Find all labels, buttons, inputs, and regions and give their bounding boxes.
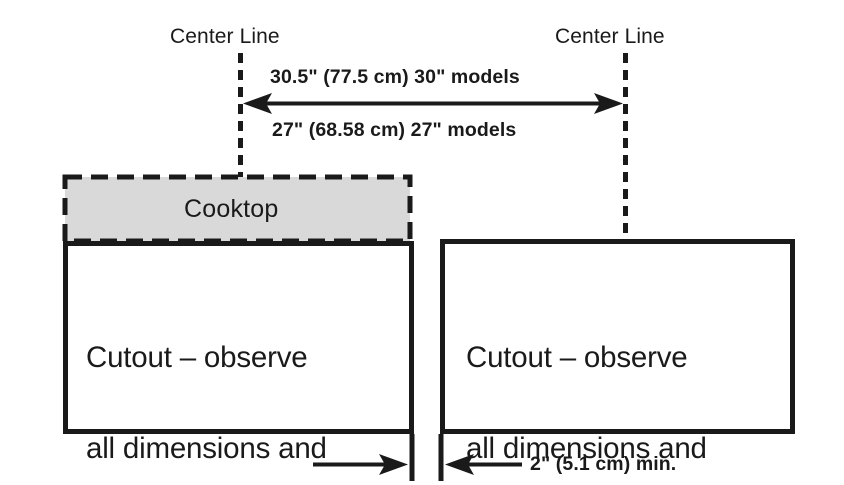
- cutout-right-line-1: Cutout – observe: [466, 340, 688, 374]
- cutout-box-right: [440, 239, 795, 434]
- arrowhead-right-icon: [594, 93, 623, 114]
- cutout-left-line-1: Cutout – observe: [86, 340, 308, 374]
- cutout-label-right: Cutout – observe all dimensions and requ…: [466, 282, 707, 485]
- dimension-label-30-models: 30.5" (77.5 cm) 30" models: [270, 66, 520, 88]
- center-line-label-right: Center Line: [555, 25, 665, 48]
- arrowhead-left-bottom-icon: [445, 454, 474, 475]
- cutout-right-line-2: all dimensions and: [466, 431, 707, 465]
- arrowhead-left-icon: [243, 93, 272, 114]
- cutout-box-left: [63, 241, 414, 434]
- arrowhead-right-bottom-icon: [379, 454, 408, 475]
- clearance-min-label: 2" (5.1 cm) min.: [530, 453, 677, 475]
- center-line-label-left: Center Line: [170, 25, 280, 48]
- cutout-left-line-2: all dimensions and: [86, 431, 327, 465]
- dimension-label-27-models: 27" (68.58 cm) 27" models: [272, 119, 517, 141]
- cooktop-label: Cooktop: [184, 195, 279, 223]
- cutout-label-left: Cutout – observe all dimensions and requ…: [86, 282, 327, 485]
